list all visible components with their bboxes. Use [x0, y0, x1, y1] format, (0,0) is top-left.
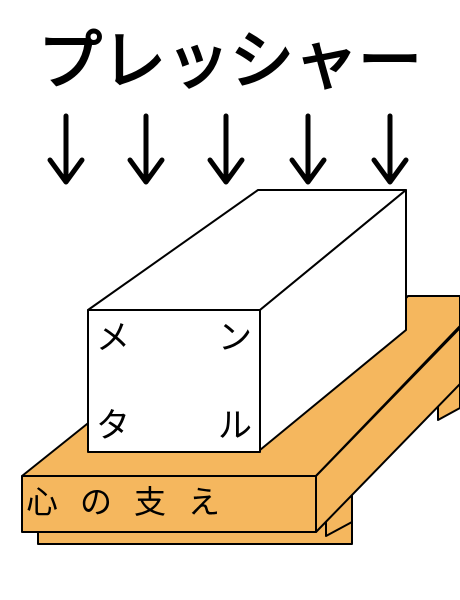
box-front-face — [87, 309, 261, 453]
box-char-bottom-left: タ — [96, 406, 130, 446]
down-arrow-icon — [289, 113, 327, 185]
support-label: 心の支え — [26, 483, 243, 521]
mental-box — [87, 189, 407, 453]
down-arrow-icon — [207, 113, 245, 185]
down-arrow-icon — [47, 113, 85, 185]
support-front-face — [21, 475, 317, 533]
down-arrow-icon — [371, 113, 409, 185]
pressure-title: プレッシャー — [38, 25, 422, 99]
down-arrow-icon — [127, 113, 165, 185]
pressure-arrows — [47, 113, 409, 185]
box-char-bottom-right: ル — [218, 406, 252, 446]
box-char-top-left: メ — [96, 318, 130, 358]
box-char-top-right: ン — [218, 318, 252, 358]
